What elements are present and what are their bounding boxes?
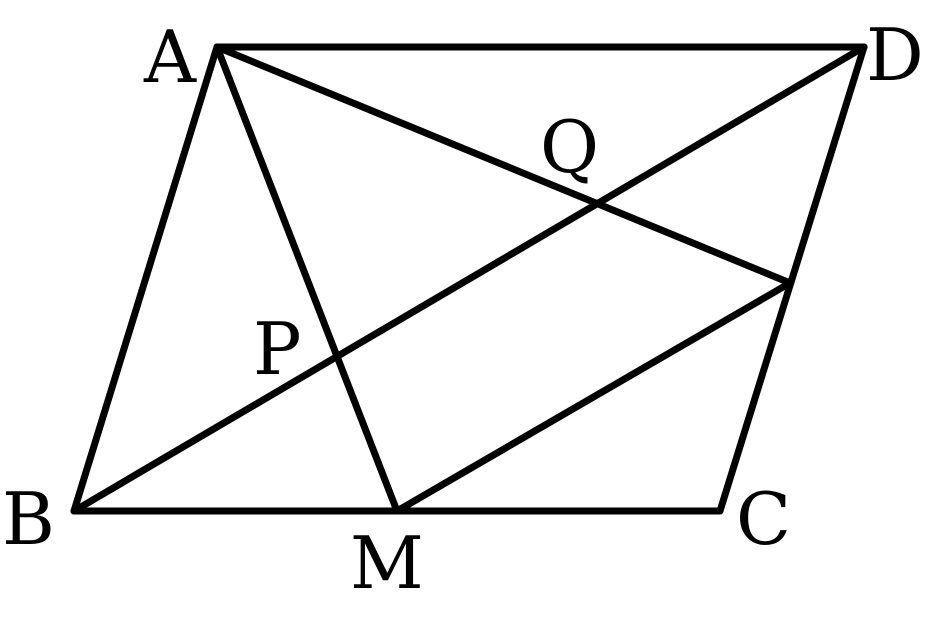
label-point-p: P [253,307,301,391]
label-point-m: M [350,521,424,605]
label-point-a: A [143,15,197,99]
segment-ab [70,43,221,515]
label-point-b: B [2,477,55,561]
label-point-d: D [866,13,924,97]
label-point-c: C [736,477,791,561]
segment-bd [70,43,868,515]
segment-cd [716,43,868,515]
segment-am [213,43,401,515]
segment-a-to-cd [213,43,794,287]
segment-m-to-cd [393,279,794,515]
label-point-q: Q [540,105,599,189]
